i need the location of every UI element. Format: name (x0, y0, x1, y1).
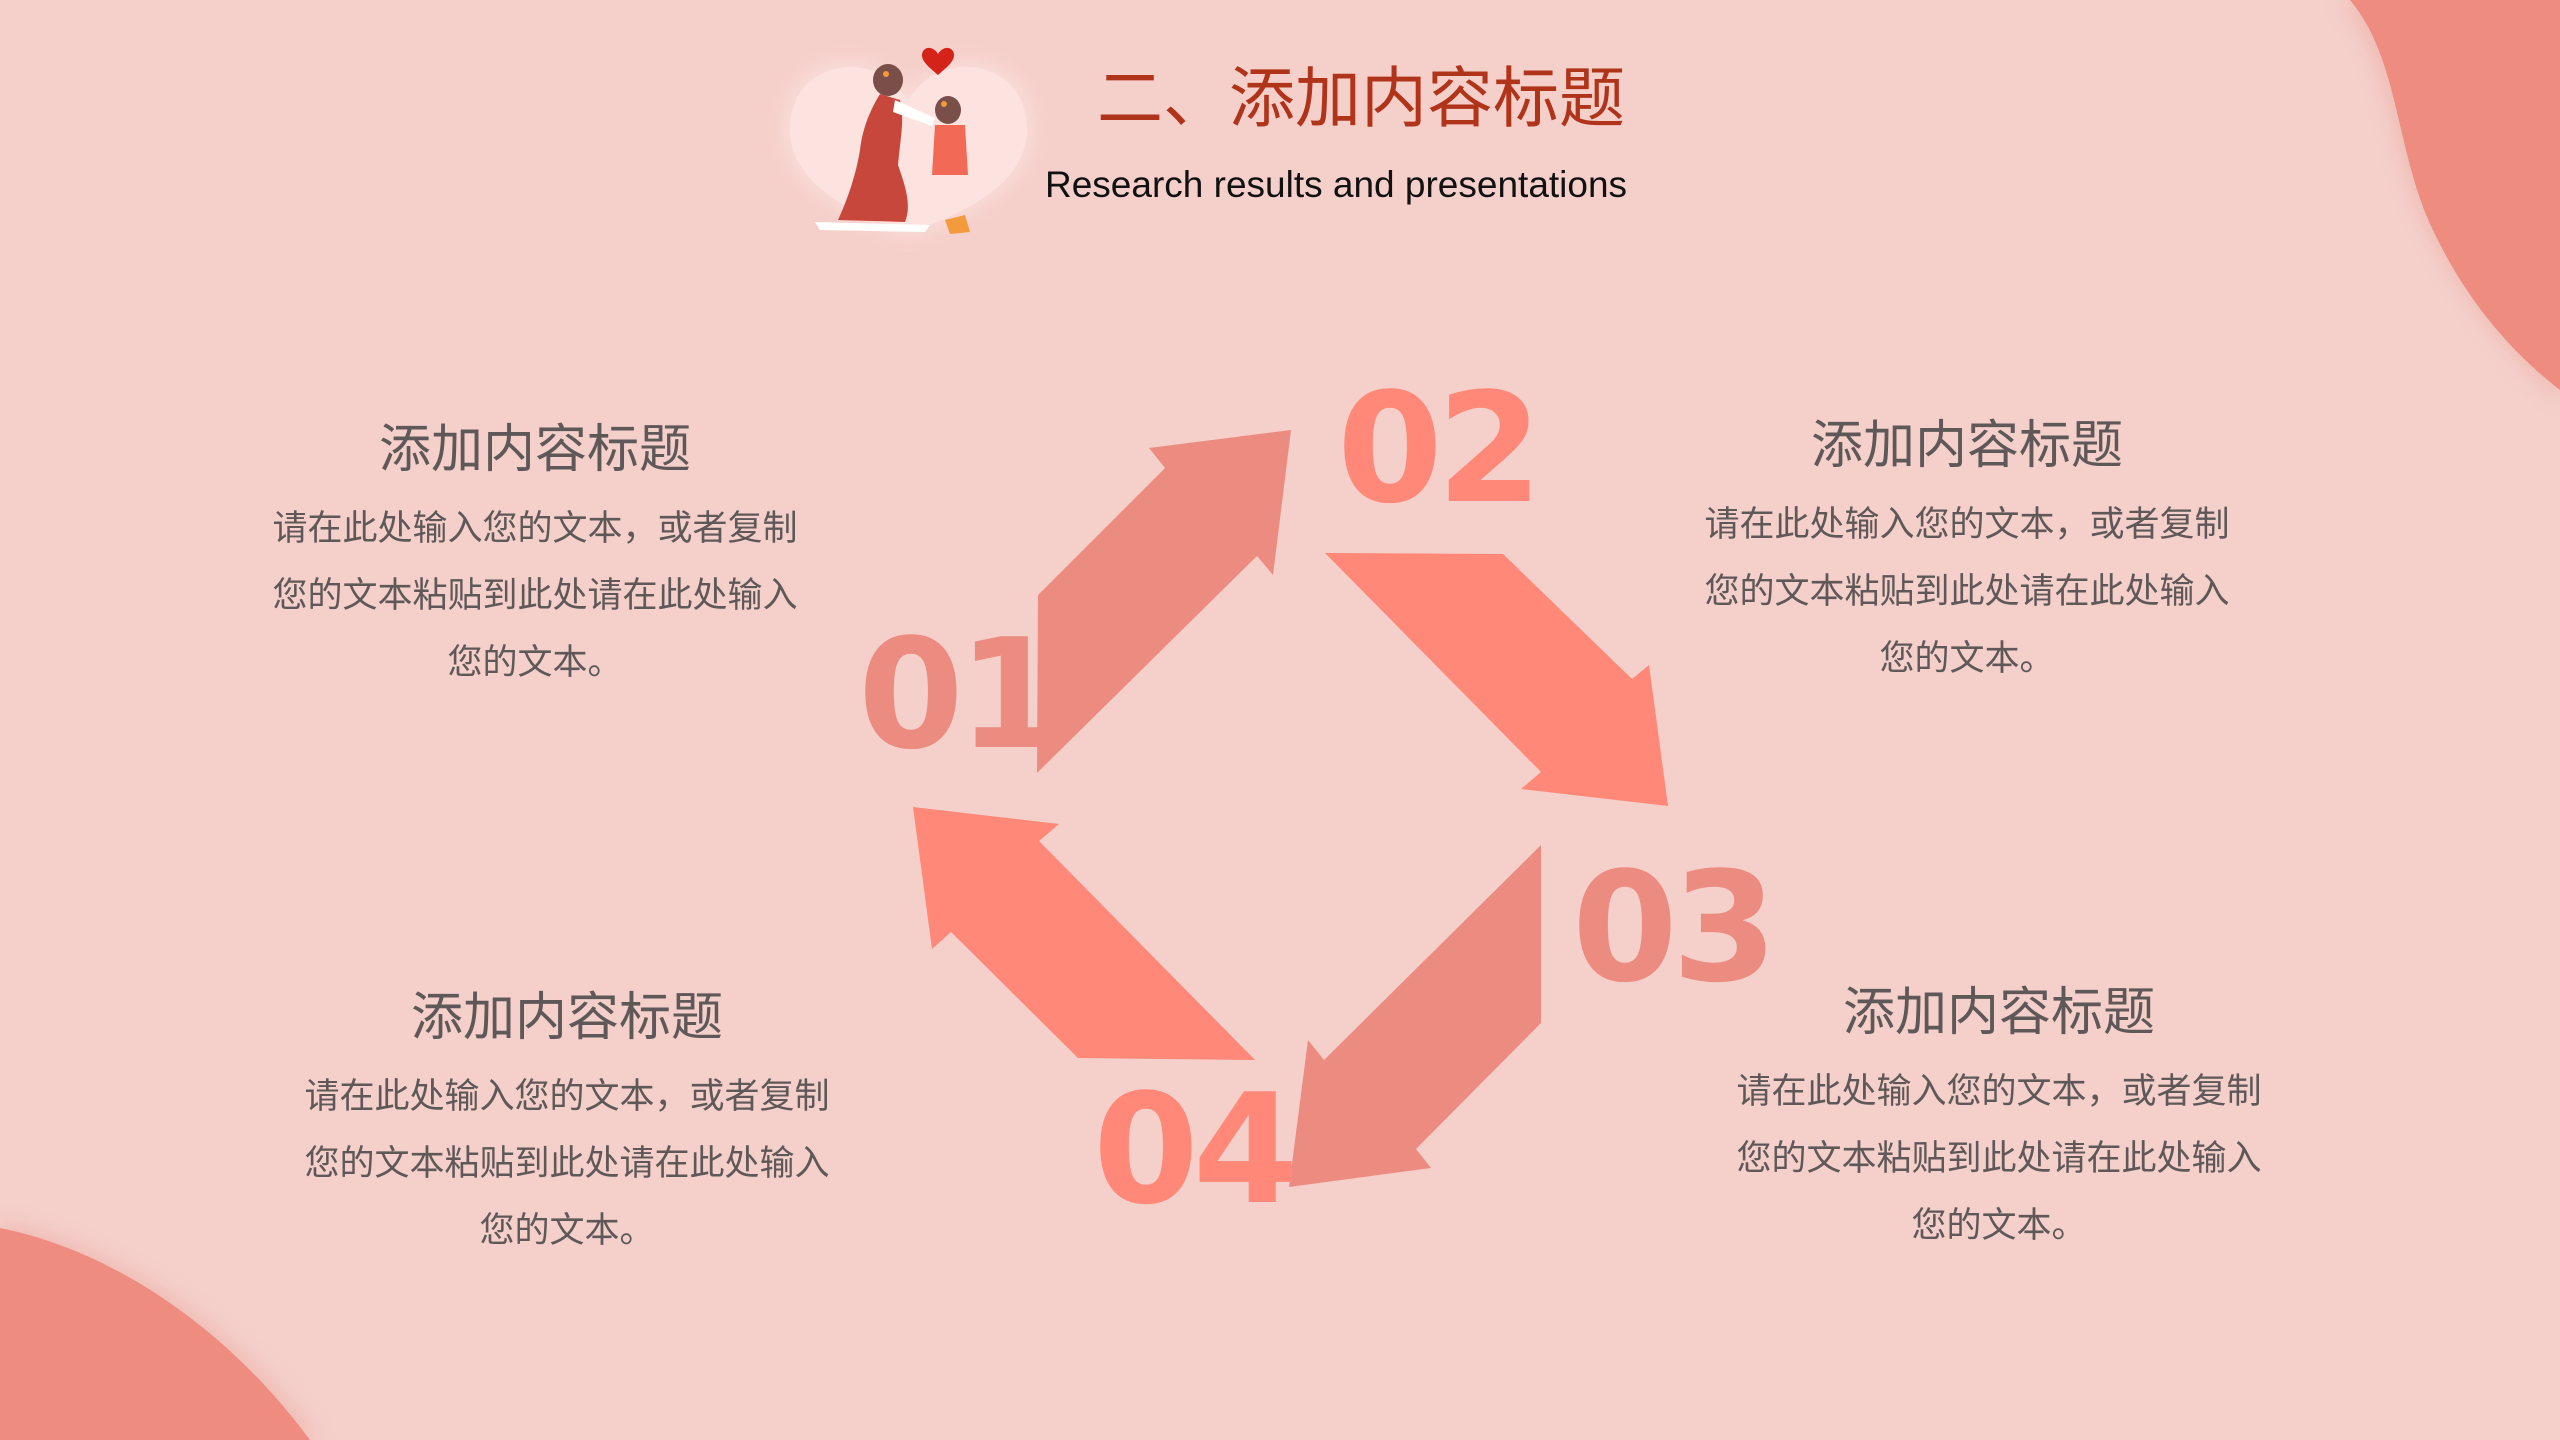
step-number-02: 02 (1337, 360, 1543, 537)
step-body-line: 请在此处输入您的文本，或者复制 (1736, 1072, 2262, 1112)
step-body-line: 您的文本粘贴到此处请在此处输入 (1736, 1139, 2262, 1179)
step-number-01: 01 (858, 606, 1064, 783)
step-title: 添加内容标题 (1842, 983, 2155, 1043)
slide-subtitle: Research results and presentations (1045, 164, 1628, 205)
corner-blob-top-right (2340, 0, 2560, 400)
step-body-line: 您的文本粘贴到此处请在此处输入 (1704, 572, 2230, 612)
step-4-text-block: 添加内容标题 请在此处输入您的文本，或者复制 您的文本粘贴到此处请在此处输入 您… (247, 992, 887, 1265)
step-number-03: 03 (1572, 839, 1778, 1016)
step-body-line: 请在此处输入您的文本，或者复制 (272, 509, 798, 549)
step-body-line: 请在此处输入您的文本，或者复制 (1704, 505, 2230, 545)
arrow-step-2-icon (1325, 553, 1668, 806)
step-title: 添加内容标题 (1810, 416, 2123, 476)
step-body-line: 您的文本。 (1879, 639, 2055, 679)
step-1-text-block: 添加内容标题 请在此处输入您的文本，或者复制 您的文本粘贴到此处请在此处输入 您… (215, 424, 855, 697)
step-body-line: 请在此处输入您的文本，或者复制 (304, 1077, 830, 1117)
step-body-line: 您的文本。 (1911, 1206, 2087, 1246)
step-title: 添加内容标题 (410, 988, 723, 1048)
corner-blob-bottom-left (0, 1222, 318, 1440)
arrow-step-3-icon (1289, 845, 1541, 1187)
arrow-step-1-icon (1037, 430, 1291, 773)
mother-daughter-heart-illustration (784, 47, 1033, 237)
step-body-line: 您的文本。 (447, 643, 623, 683)
step-2-text-block: 添加内容标题 请在此处输入您的文本，或者复制 您的文本粘贴到此处请在此处输入 您… (1647, 420, 2287, 693)
step-body-line: 您的文本粘贴到此处请在此处输入 (304, 1144, 830, 1184)
step-body-line: 您的文本粘贴到此处请在此处输入 (272, 576, 798, 616)
arrow-step-4-icon (913, 807, 1255, 1060)
step-title: 添加内容标题 (378, 420, 691, 480)
step-body-line: 您的文本。 (479, 1211, 655, 1251)
slide-title: 二、添加内容标题 (1097, 60, 1625, 137)
step-3-text-block: 添加内容标题 请在此处输入您的文本，或者复制 您的文本粘贴到此处请在此处输入 您… (1679, 987, 2319, 1260)
step-number-04: 04 (1093, 1061, 1299, 1238)
